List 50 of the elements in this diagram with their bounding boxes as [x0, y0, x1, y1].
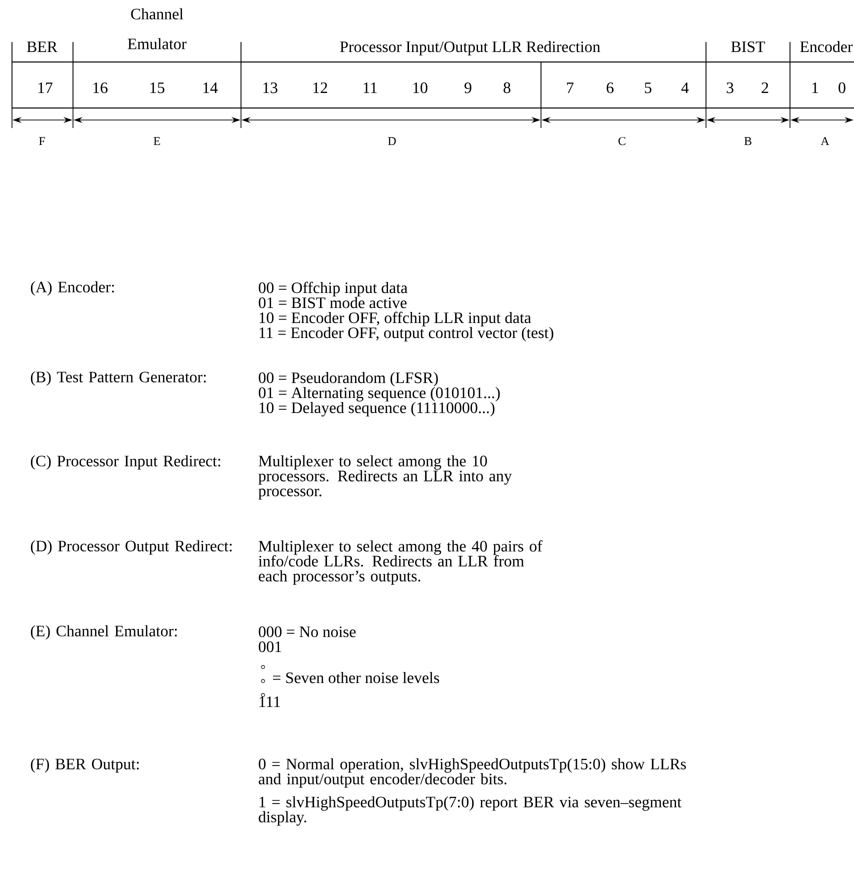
label-text: (E) Channel Emulator:	[30, 625, 177, 640]
bit-number: 5	[644, 82, 652, 94]
label-text: (F) BER Output:	[30, 758, 139, 773]
field-letter: D	[388, 137, 396, 146]
label-text: 000 = No noise	[258, 626, 356, 638]
bit-number: 8	[504, 82, 510, 94]
field-letter: B	[744, 137, 752, 146]
label-text: = Seven other noise levels	[273, 672, 440, 684]
field-letter: F	[39, 137, 45, 145]
bit-number: 15	[150, 82, 164, 94]
bit-number: 13	[263, 82, 278, 94]
label-text: (C) Processor Input Redirect:	[30, 455, 220, 470]
label-text: 11 = Encoder OFF, output control vector (test)	[260, 326, 554, 342]
bit-number: 0	[838, 82, 846, 94]
field-letter: C	[618, 137, 626, 146]
field-heading: BIST	[731, 41, 765, 52]
bit-number: 1	[812, 82, 818, 93]
bit-number: 11	[364, 82, 377, 93]
field-letter: E	[154, 137, 160, 145]
field-heading: Processor Input/Output LLR Redirection	[340, 40, 600, 56]
bit-number: 17	[38, 82, 53, 93]
bit-number: 7	[567, 82, 574, 93]
field-heading: Channel Emulator	[128, 8, 187, 50]
label-text: Multiplexer to select among the 10 processors. Redirects an LLR into any processor.	[258, 455, 512, 500]
label-text: 00 = Offchip input data	[258, 282, 408, 296]
label-text: 001	[258, 641, 282, 652]
field-heading: Encoder	[800, 40, 853, 52]
bit-number: 14	[203, 82, 218, 93]
bit-number: 3	[726, 82, 734, 94]
label-text: (D) Processor Output Redirect:	[30, 540, 232, 555]
bit-number: 10	[413, 82, 428, 94]
label-text: 10 = Encoder OFF, offchip LLR input data	[260, 312, 532, 326]
bit-number: 6	[606, 82, 614, 94]
label-text: 1 = slvHighSpeedOutputsTp(7:0) report BER via seven–segment display.	[258, 796, 682, 826]
bit-number: 12	[313, 82, 328, 93]
label-text: (B) Test Pattern Generator:	[30, 371, 206, 386]
field-heading: BER	[26, 42, 58, 52]
label-text: 0 = Normal operation, slvHighSpeedOutputsTp(15:0) show LLRs and input/output encoder/decoder bits.	[258, 758, 686, 788]
field-letter: A	[820, 137, 830, 145]
label-text: Multiplexer to select among the 40 pairs of info/code LLRs. Redirects an LLR from each processor’s outputs.	[258, 540, 542, 585]
label-text: 01 = Alternating sequence (010101...)	[258, 386, 500, 402]
label-text: (A) Encoder:	[30, 281, 114, 296]
bit-number: 16	[93, 82, 108, 94]
bit-number: 2	[762, 82, 768, 93]
bit-number: 9	[464, 82, 472, 94]
bit-number: 4	[681, 82, 689, 93]
label-text: 10 = Delayed sequence (11110000...)	[260, 402, 494, 416]
label-text: 111	[260, 696, 280, 707]
label-text: 01 = BIST mode active	[258, 296, 407, 308]
label-text: 00 = Pseudorandom (LFSR)	[258, 372, 438, 386]
